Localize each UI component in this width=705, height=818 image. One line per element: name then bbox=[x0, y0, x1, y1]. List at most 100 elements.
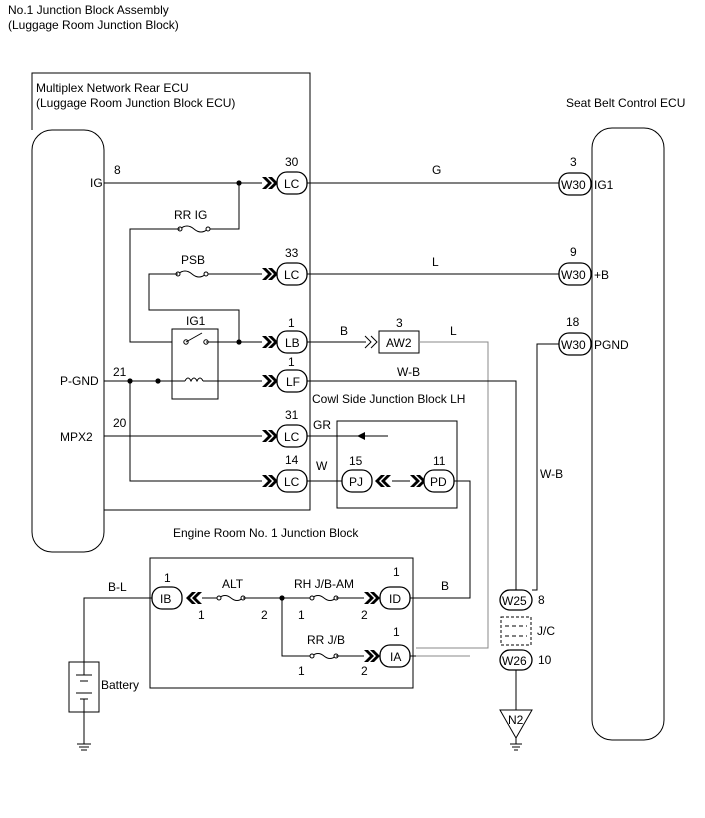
svg-text:LC: LC bbox=[284, 268, 300, 282]
wire-color-gr: GR bbox=[313, 418, 331, 432]
svg-text:1: 1 bbox=[288, 316, 295, 330]
svg-text:1: 1 bbox=[393, 565, 400, 579]
junction-connector: W25 8 J/C W26 10 bbox=[499, 589, 555, 671]
svg-text:W30: W30 bbox=[561, 268, 586, 282]
connector-lf: LF 1 bbox=[262, 355, 308, 393]
fuse-psb-symbol bbox=[177, 270, 207, 278]
svg-text:8: 8 bbox=[538, 593, 545, 607]
svg-text:IA: IA bbox=[390, 650, 401, 664]
wire-color-g: G bbox=[432, 163, 441, 177]
svg-text:PJ: PJ bbox=[349, 475, 363, 489]
fuse-rhjb-label: RH J/B-AM bbox=[294, 577, 354, 591]
wire-b2 bbox=[416, 480, 471, 599]
fuse-rrjb-right-pin: 2 bbox=[361, 664, 368, 678]
svg-text:IB: IB bbox=[160, 592, 171, 606]
ground-n2: N2 bbox=[499, 709, 533, 751]
wire-rrig-to-relay bbox=[129, 228, 186, 343]
wire-color-b1: B bbox=[340, 324, 348, 338]
ecu-pin-ig-label: IG bbox=[90, 176, 103, 190]
connector-aw2-code: AW2 bbox=[386, 336, 412, 350]
fuse-alt-right-pin: 2 bbox=[261, 608, 268, 622]
svg-text:15: 15 bbox=[349, 454, 363, 468]
svg-text:IG1: IG1 bbox=[594, 178, 614, 192]
ecu-pin-pgnd-number: 21 bbox=[113, 365, 127, 379]
svg-text:LB: LB bbox=[285, 336, 300, 350]
fuse-rrig-symbol bbox=[179, 225, 209, 233]
fuse-alt-label: ALT bbox=[222, 577, 244, 591]
wire-psb-to-relay bbox=[148, 273, 240, 342]
wire-color-bl: B-L bbox=[108, 580, 127, 594]
svg-text:30: 30 bbox=[285, 155, 299, 169]
battery-symbol bbox=[68, 661, 100, 713]
svg-text:10: 10 bbox=[538, 653, 552, 667]
seatbelt-ecu-body bbox=[591, 127, 665, 741]
connector-w30-b: W30 9 +B bbox=[558, 245, 609, 286]
fuse-rrjb-label: RR J/B bbox=[307, 633, 345, 647]
assembly-title-line1: No.1 Junction Block Assembly bbox=[8, 3, 169, 17]
assembly-title-line2: (Luggage Room Junction Block) bbox=[8, 18, 179, 32]
svg-text:W30: W30 bbox=[561, 178, 586, 192]
engine-jb-title: Engine Room No. 1 Junction Block bbox=[173, 526, 359, 540]
fuse-rrjb-symbol bbox=[311, 653, 337, 659]
connector-lc30: LC 30 bbox=[262, 155, 308, 195]
wire-color-wb2: W-B bbox=[540, 467, 563, 481]
svg-text:LC: LC bbox=[284, 475, 300, 489]
wire-color-l1: L bbox=[432, 255, 439, 269]
svg-text:11: 11 bbox=[433, 454, 446, 468]
svg-text:J/C: J/C bbox=[537, 624, 555, 638]
battery-label: Battery bbox=[101, 678, 139, 692]
svg-text:W25: W25 bbox=[502, 594, 527, 608]
connector-aw2-pin: 3 bbox=[396, 316, 403, 330]
relay-switch-contact bbox=[185, 332, 203, 343]
svg-text:W26: W26 bbox=[502, 654, 527, 668]
fuse-rrig-label: RR IG bbox=[174, 208, 207, 222]
relay-coil-symbol bbox=[184, 377, 204, 383]
wire-pgnd-to-lc14 bbox=[129, 381, 262, 482]
relay-ig1 bbox=[171, 328, 219, 400]
wire-ig-to-rrig bbox=[208, 183, 240, 230]
ecu-pin-ig-number: 8 bbox=[114, 163, 121, 177]
svg-text:1: 1 bbox=[164, 571, 171, 585]
svg-text:LF: LF bbox=[286, 375, 300, 389]
wire-bl bbox=[83, 597, 152, 662]
battery-ground-icon bbox=[77, 743, 91, 751]
connector-lb: LB 1 bbox=[262, 316, 308, 354]
luggage-junction-block-outline bbox=[31, 72, 311, 511]
ecu-pin-mpx2-label: MPX2 bbox=[60, 430, 93, 444]
rear-ecu-title-line2: (Luggage Room Junction Block ECU) bbox=[36, 96, 235, 110]
ecu-pin-pgnd-label: P-GND bbox=[60, 374, 99, 388]
svg-text:1: 1 bbox=[393, 625, 400, 639]
connector-w30-ig1: W30 3 IG1 bbox=[558, 155, 614, 196]
connector-w30-pgnd: W30 18 PGND bbox=[558, 315, 629, 356]
wire-l2-to-ia bbox=[416, 341, 489, 649]
wire-wb1 bbox=[307, 380, 517, 590]
connector-ia: IA 1 bbox=[379, 625, 411, 668]
svg-text:33: 33 bbox=[285, 246, 299, 260]
svg-text:LC: LC bbox=[284, 177, 300, 191]
svg-text:+B: +B bbox=[594, 268, 609, 282]
connector-ib: IB 1 1 bbox=[151, 571, 205, 622]
ecu-pin-mpx2-number: 20 bbox=[113, 416, 127, 430]
connector-pj: PJ 15 bbox=[341, 454, 373, 493]
wire-color-b2: B bbox=[441, 579, 449, 593]
aw2-chevron bbox=[364, 335, 378, 349]
wire-color-l2: L bbox=[450, 324, 457, 338]
svg-text:PGND: PGND bbox=[594, 338, 629, 352]
wire-wb2 bbox=[532, 343, 559, 591]
svg-text:1: 1 bbox=[198, 608, 205, 622]
svg-text:9: 9 bbox=[570, 245, 577, 259]
seatbelt-ecu-title: Seat Belt Control ECU bbox=[566, 96, 685, 110]
svg-text:PD: PD bbox=[430, 475, 447, 489]
fuse-rhjb-right-pin: 2 bbox=[361, 608, 368, 622]
svg-text:1: 1 bbox=[288, 355, 295, 369]
wire-color-w: W bbox=[316, 459, 328, 473]
connector-lc33: LC 33 bbox=[262, 246, 308, 286]
gr-arrow bbox=[357, 432, 365, 440]
fuse-alt-symbol bbox=[218, 595, 244, 601]
fuse-rhjb-symbol bbox=[311, 595, 337, 601]
fuse-psb-label: PSB bbox=[181, 253, 205, 267]
rear-ecu-body bbox=[31, 129, 105, 553]
svg-text:N2: N2 bbox=[508, 713, 524, 727]
svg-text:18: 18 bbox=[566, 315, 580, 329]
